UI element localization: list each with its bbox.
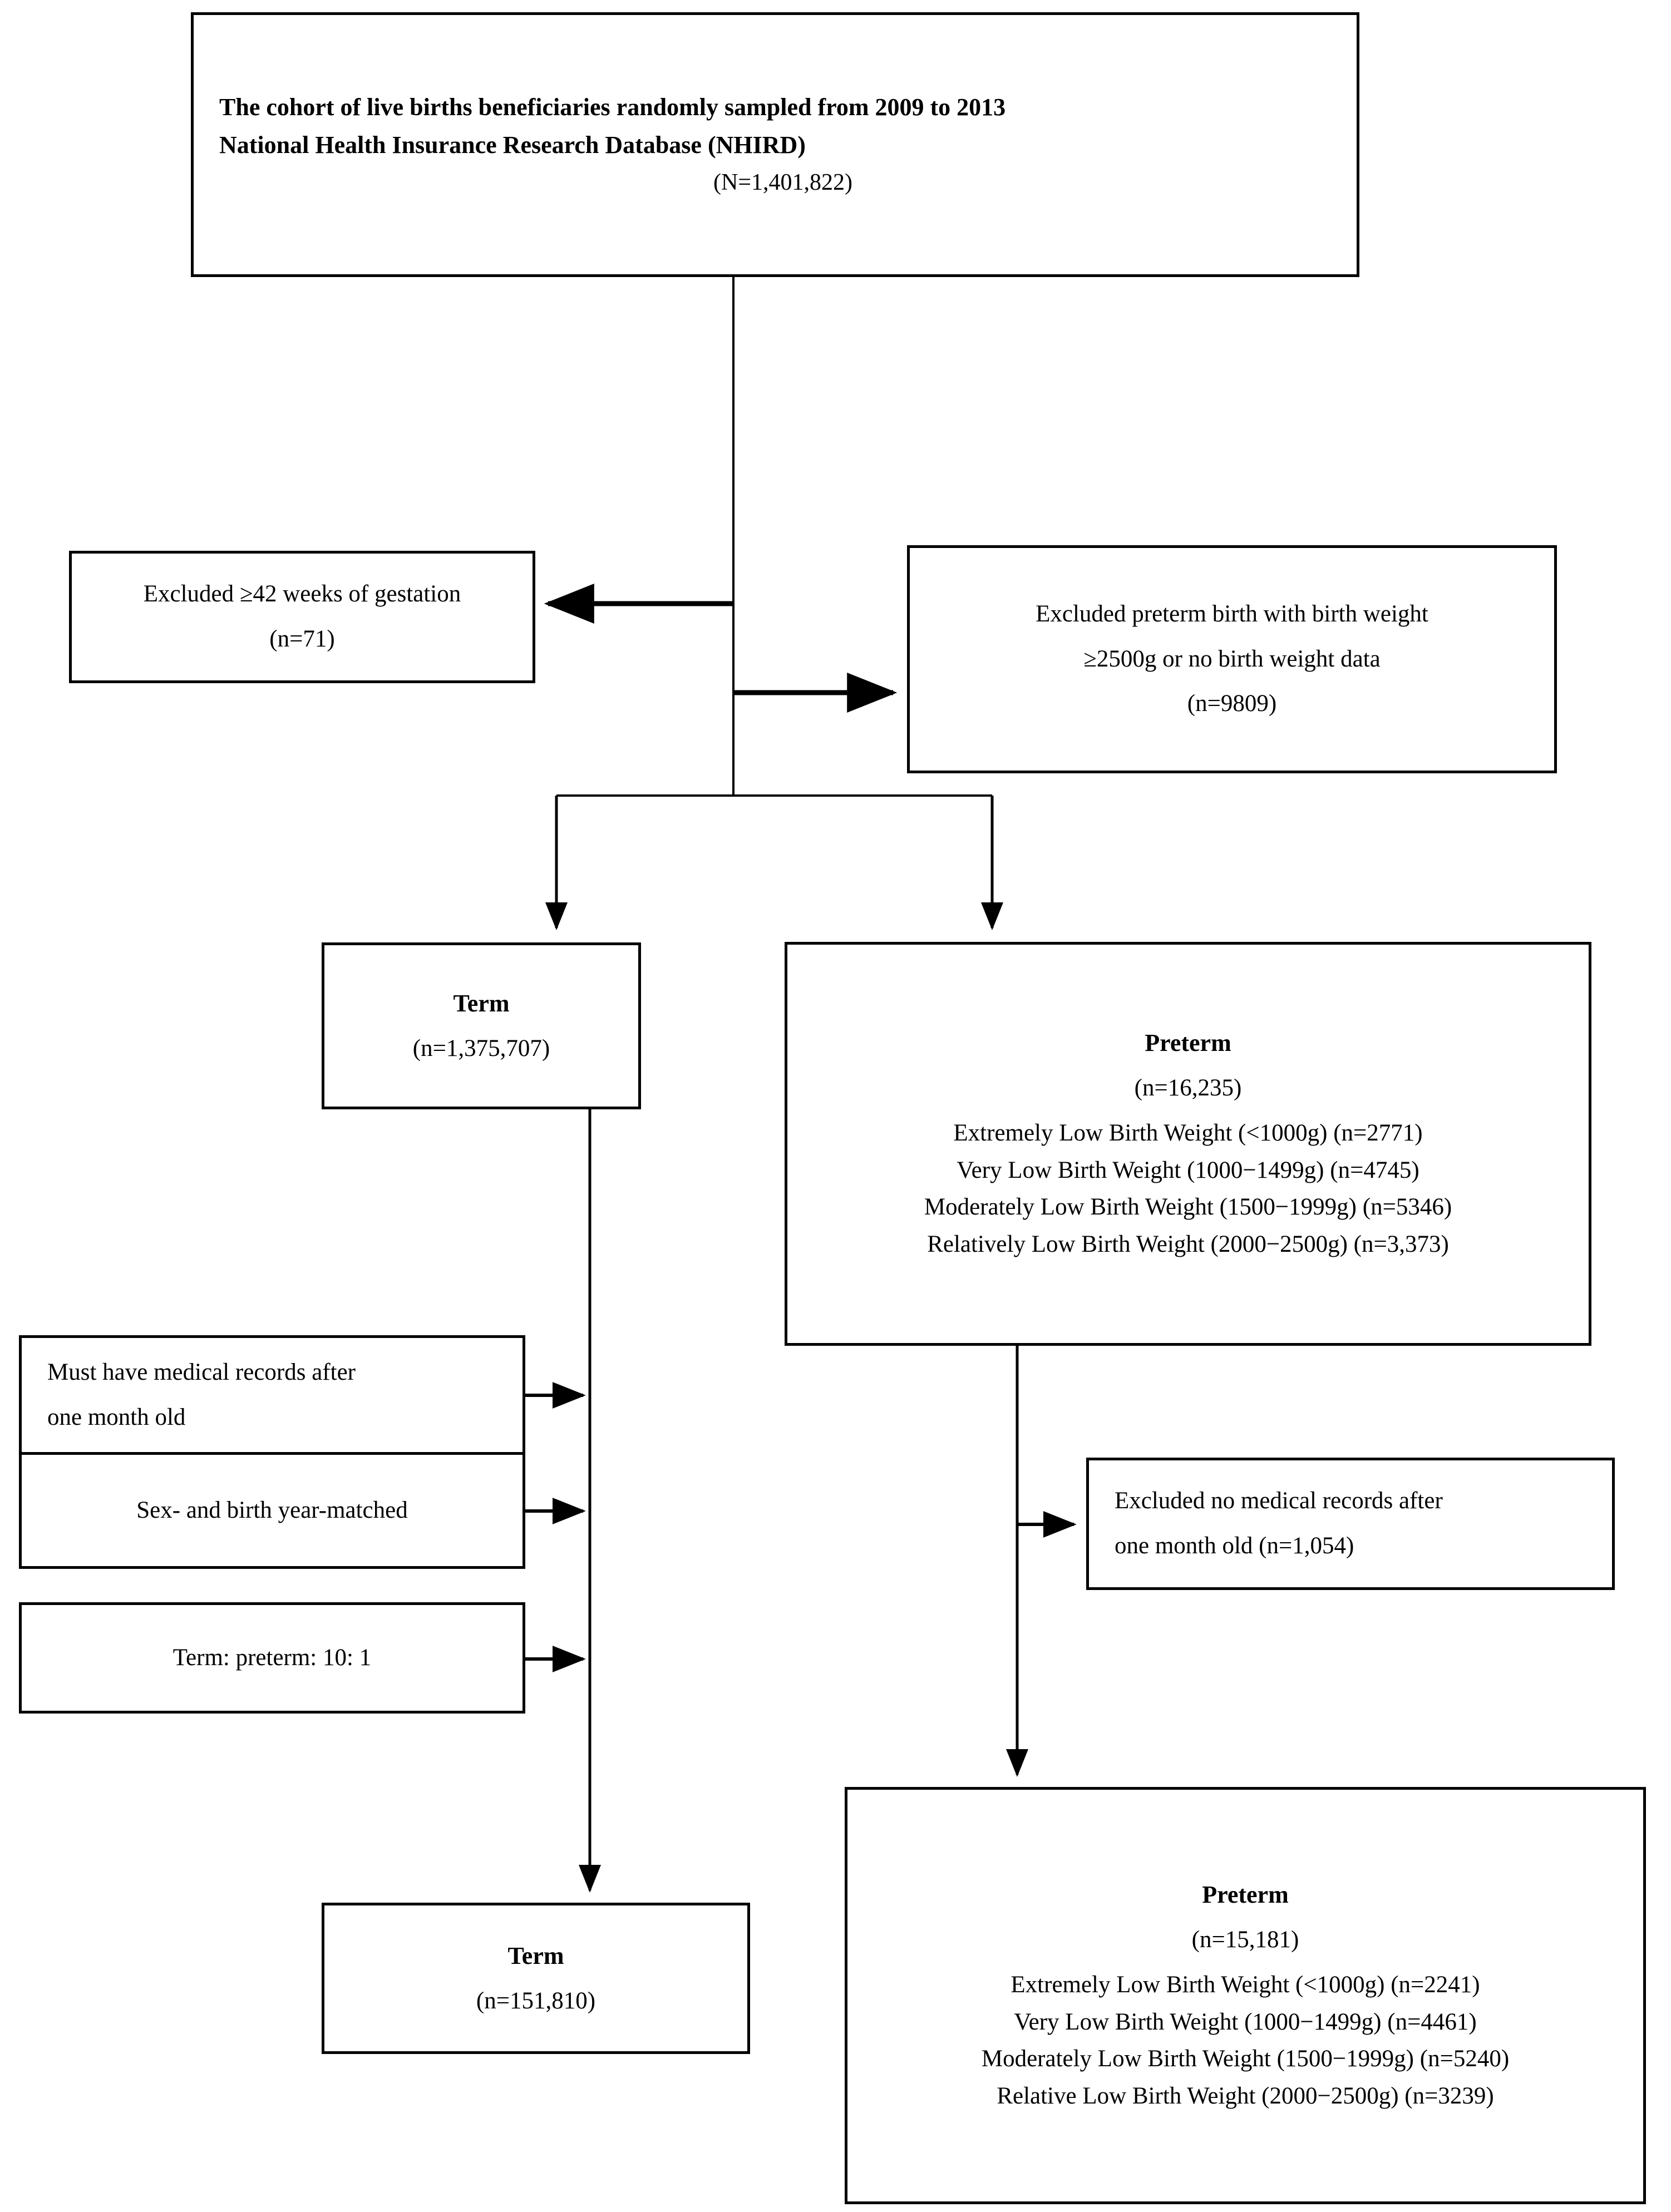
- preterm-initial-count: (n=16,235): [1134, 1075, 1242, 1102]
- cohort-total-count: (N=1,401,822): [713, 169, 852, 195]
- node-excluded-no-medical-records: Excluded no medical records after one mo…: [1086, 1458, 1615, 1590]
- preterm-final-category-rlbw: Relative Low Birth Weight (2000−2500g) (…: [997, 2083, 1494, 2110]
- term-final-count: (n=151,810): [476, 1987, 596, 2014]
- excluded-gestation-count: (n=71): [269, 626, 335, 652]
- node-criteria-medical-records: Must have medical records after one mont…: [19, 1335, 525, 1455]
- preterm-initial-category-vlbw: Very Low Birth Weight (1000−1499g) (n=47…: [957, 1157, 1419, 1183]
- excluded-no-records-line-2: one month old (n=1,054): [1115, 1533, 1354, 1559]
- excluded-no-records-line-1: Excluded no medical records after: [1115, 1488, 1443, 1514]
- term-initial-count: (n=1,375,707): [412, 1035, 550, 1061]
- criteria-matched-text: Sex- and birth year-matched: [136, 1497, 408, 1523]
- cohort-line-2: National Health Insurance Research Datab…: [219, 131, 806, 159]
- excluded-gestation-text: Excluded ≥42 weeks of gestation: [143, 581, 461, 608]
- node-preterm-final: Preterm (n=15,181) Extremely Low Birth W…: [845, 1787, 1646, 2204]
- criteria-ratio-text: Term: preterm: 10: 1: [172, 1644, 372, 1671]
- node-term-final: Term (n=151,810): [322, 1903, 750, 2054]
- excluded-preterm-bw-line-2: ≥2500g or no birth weight data: [1083, 645, 1381, 672]
- preterm-final-heading: Preterm: [1202, 1881, 1289, 1909]
- node-criteria-term-preterm-ratio: Term: preterm: 10: 1: [19, 1602, 525, 1714]
- preterm-final-category-elbw: Extremely Low Birth Weight (<1000g) (n=2…: [1011, 1972, 1480, 1998]
- preterm-initial-category-elbw: Extremely Low Birth Weight (<1000g) (n=2…: [953, 1120, 1423, 1147]
- preterm-final-category-mlbw: Moderately Low Birth Weight (1500−1999g)…: [981, 2046, 1510, 2072]
- preterm-initial-category-mlbw: Moderately Low Birth Weight (1500−1999g)…: [924, 1194, 1452, 1221]
- node-preterm-initial: Preterm (n=16,235) Extremely Low Birth W…: [785, 942, 1591, 1346]
- preterm-final-category-vlbw: Very Low Birth Weight (1000−1499g) (n=44…: [1014, 2008, 1477, 2035]
- term-initial-heading: Term: [453, 989, 510, 1017]
- criteria-records-line-2: one month old: [47, 1404, 186, 1430]
- excluded-preterm-bw-line-1: Excluded preterm birth with birth weight: [1036, 601, 1428, 628]
- cohort-line-1: The cohort of live births beneficiaries …: [219, 93, 1006, 121]
- term-final-heading: Term: [507, 1942, 564, 1969]
- criteria-records-line-1: Must have medical records after: [47, 1359, 356, 1386]
- node-excluded-preterm-birthweight: Excluded preterm birth with birth weight…: [907, 545, 1557, 773]
- preterm-final-count: (n=15,181): [1191, 1927, 1299, 1953]
- preterm-initial-heading: Preterm: [1145, 1029, 1231, 1057]
- excluded-preterm-bw-count: (n=9809): [1187, 690, 1277, 717]
- node-term-initial: Term (n=1,375,707): [322, 942, 641, 1109]
- node-excluded-gestation: Excluded ≥42 weeks of gestation (n=71): [69, 551, 535, 683]
- node-source-cohort: The cohort of live births beneficiaries …: [191, 12, 1359, 277]
- preterm-initial-category-rlbw: Relatively Low Birth Weight (2000−2500g)…: [927, 1231, 1449, 1258]
- node-criteria-sex-birthyear-matched: Sex- and birth year-matched: [19, 1452, 525, 1569]
